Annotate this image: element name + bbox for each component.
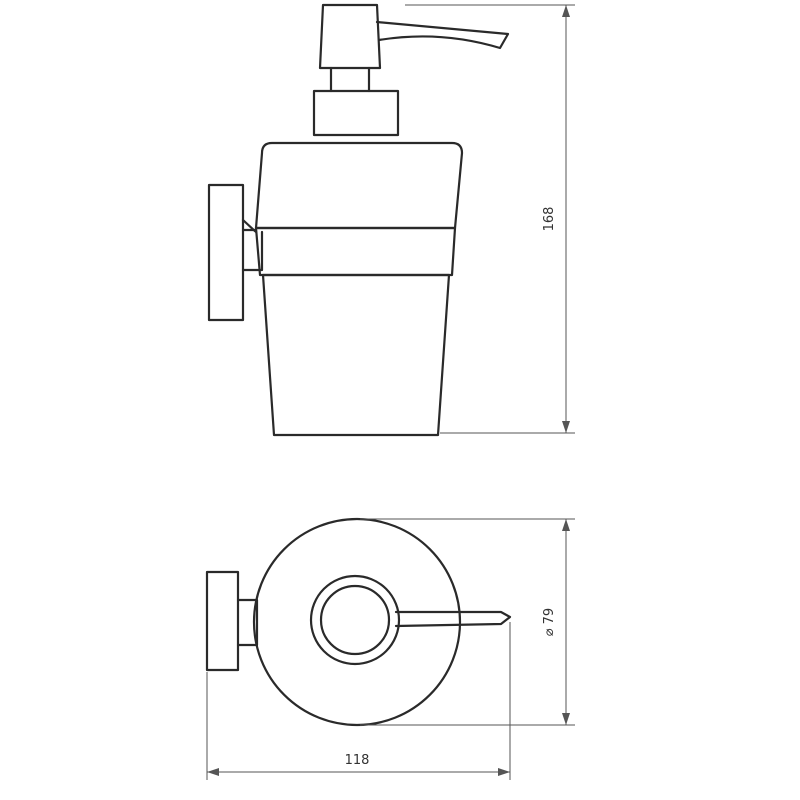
width-dimension: 118	[206, 622, 511, 780]
wall-mount-bracket	[207, 183, 264, 322]
height-dimension: 168	[405, 4, 575, 434]
wall-mount-bracket-top	[205, 570, 259, 672]
side-view: 168	[207, 3, 575, 437]
diameter-symbol: ⌀	[542, 628, 557, 636]
dispenser-body-top	[252, 517, 512, 727]
diameter-dimension: ⌀ 79	[360, 518, 575, 726]
width-dimension-label: 118	[345, 753, 370, 768]
diameter-dimension-label: ⌀ 79	[542, 608, 557, 636]
height-dimension-label: 168	[542, 207, 557, 232]
top-view: ⌀ 79 118	[205, 517, 575, 780]
diameter-value: 79	[542, 608, 557, 625]
pump-head	[312, 3, 510, 137]
dispenser-bottle	[254, 141, 464, 437]
